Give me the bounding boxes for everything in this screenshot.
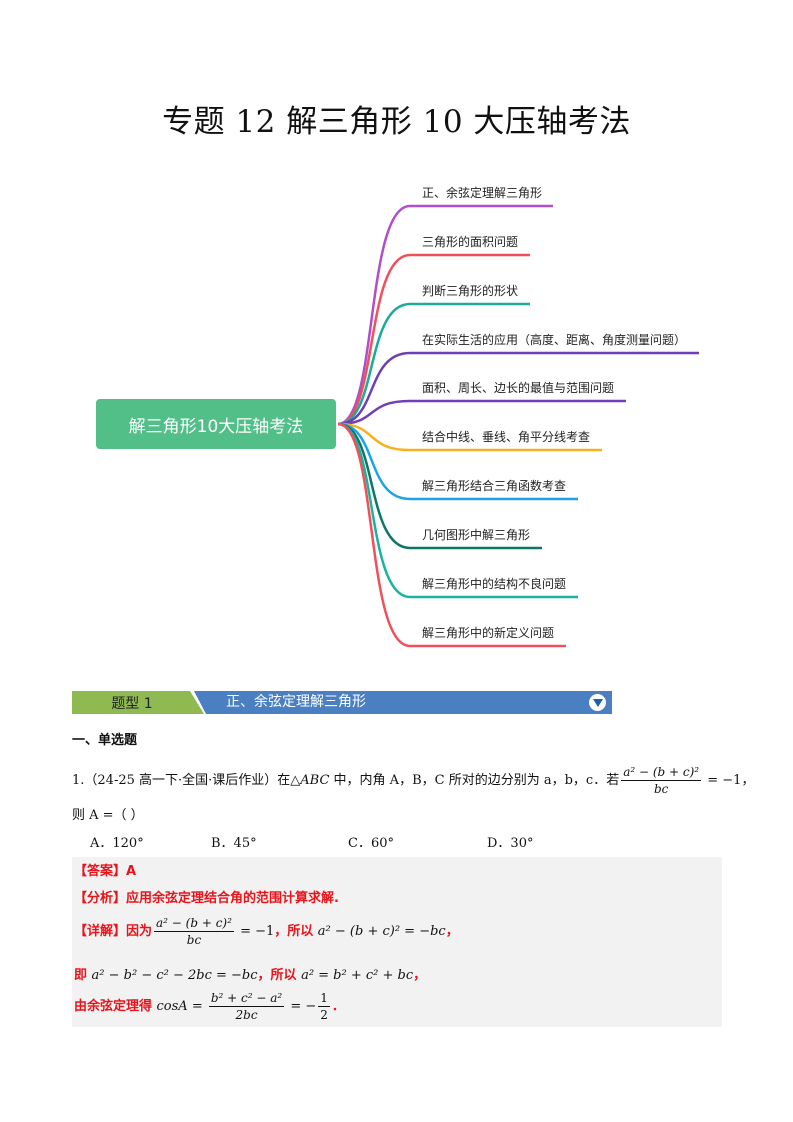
mindmap-branch-line bbox=[337, 422, 542, 550]
mindmap-branch-label: 几何图形中解三角形 bbox=[422, 528, 531, 542]
math: = − bbox=[286, 999, 317, 1014]
detail-eq2: a² − (b + c)² = −bc bbox=[317, 924, 446, 939]
mindmap-branch-line bbox=[337, 422, 602, 452]
mindmap-branch-label: 正、余弦定理解三角形 bbox=[422, 186, 543, 200]
mindmap-branch-label: 解三角形中的新定义问题 bbox=[422, 626, 555, 640]
question-prefix: 1.（24-25 高一下·全国·课后作业）在△ bbox=[72, 773, 301, 788]
mindmap-branch-line bbox=[337, 253, 530, 426]
mindmap-branch-label: 解三角形结合三角函数考查 bbox=[422, 479, 567, 493]
denominator: bc bbox=[186, 933, 202, 947]
detail-label: 【详解】因为 bbox=[74, 924, 153, 939]
analysis-line: 【分析】应用余弦定理结合角的范围计算求解. bbox=[74, 891, 339, 906]
text: 即 bbox=[74, 968, 92, 983]
math: a² − b² − c² − 2bc = −bc bbox=[91, 968, 258, 983]
mindmap-branch-line bbox=[337, 422, 566, 648]
mindmap-branch-label: 结合中线、垂线、角平分线考查 bbox=[422, 430, 591, 444]
text: 由余弦定理得 bbox=[74, 999, 157, 1014]
option-b[interactable]: B．45° bbox=[211, 836, 257, 851]
question-text: 1.（24-25 高一下·全国·课后作业）在△ABC 中，内角 A，B，C 所对… bbox=[72, 764, 754, 797]
mindmap-branch-label: 三角形的面积问题 bbox=[422, 235, 519, 249]
detail-eq: = −1 bbox=[235, 924, 275, 939]
detail-so: ，所以 bbox=[274, 924, 318, 939]
mindmap-branch-line bbox=[337, 204, 553, 426]
section-heading: 一、单选题 bbox=[72, 733, 138, 748]
mindmap-branch-label: 解三角形中的结构不良问题 bbox=[422, 577, 567, 591]
denominator: 2 bbox=[320, 1008, 328, 1022]
numerator: 1 bbox=[318, 991, 330, 1007]
collapse-icon[interactable] bbox=[589, 694, 606, 711]
mindmap-branch-line bbox=[337, 422, 578, 501]
comma: ， bbox=[445, 924, 459, 939]
mindmap-branch-line bbox=[337, 399, 626, 426]
topic-title-bar: 正、余弦定理解三角形 bbox=[194, 691, 612, 714]
topic-tag: 题型 1 bbox=[72, 691, 204, 714]
option-d[interactable]: D．30° bbox=[487, 836, 534, 851]
period: ． bbox=[331, 999, 345, 1014]
option-c[interactable]: C．60° bbox=[348, 836, 394, 851]
question-line2: 则 A =（ ） bbox=[72, 808, 144, 823]
page-title: 专题 12 解三角形 10 大压轴考法 bbox=[162, 104, 631, 140]
mindmap-root: 解三角形10大压轴考法 bbox=[96, 399, 336, 449]
denominator: bc bbox=[653, 782, 669, 796]
mindmap-branch-label: 面积、周长、边长的最值与范围问题 bbox=[422, 381, 615, 395]
derivation-line: 即 a² − b² − c² − 2bc = −bc，所以 a² = b² + … bbox=[74, 964, 426, 983]
mindmap-branch-line bbox=[337, 351, 699, 426]
answer-line: 【答案】A bbox=[74, 864, 137, 879]
question-suffix: = −1， bbox=[703, 773, 755, 788]
topic-title: 正、余弦定理解三角形 bbox=[226, 694, 366, 710]
mindmap-connectors bbox=[337, 204, 699, 648]
mindmap-branch-line bbox=[337, 302, 530, 426]
numerator: b² + c² − a² bbox=[208, 991, 285, 1007]
triangle-name: ABC bbox=[300, 773, 330, 788]
math: a² = b² + c² + bc bbox=[301, 968, 414, 983]
option-a[interactable]: A．120° bbox=[90, 836, 144, 851]
comma: ， bbox=[413, 968, 427, 983]
denominator: 2bc bbox=[235, 1008, 258, 1022]
numerator: a² − (b + c)² bbox=[154, 916, 234, 932]
mindmap-branch-label: 在实际生活的应用（高度、距离、角度测量问题） bbox=[422, 333, 687, 347]
numerator: a² − (b + c)² bbox=[621, 765, 702, 781]
mindmap-branch-label: 判断三角形的形状 bbox=[422, 284, 519, 298]
question-middle: 中，内角 A，B，C 所对的边分别为 a，b，c．若 bbox=[329, 773, 620, 788]
text: ，所以 bbox=[257, 968, 302, 983]
topic-banner: 题型 1 正、余弦定理解三角形 bbox=[72, 691, 612, 714]
math: cosA = bbox=[156, 999, 207, 1014]
